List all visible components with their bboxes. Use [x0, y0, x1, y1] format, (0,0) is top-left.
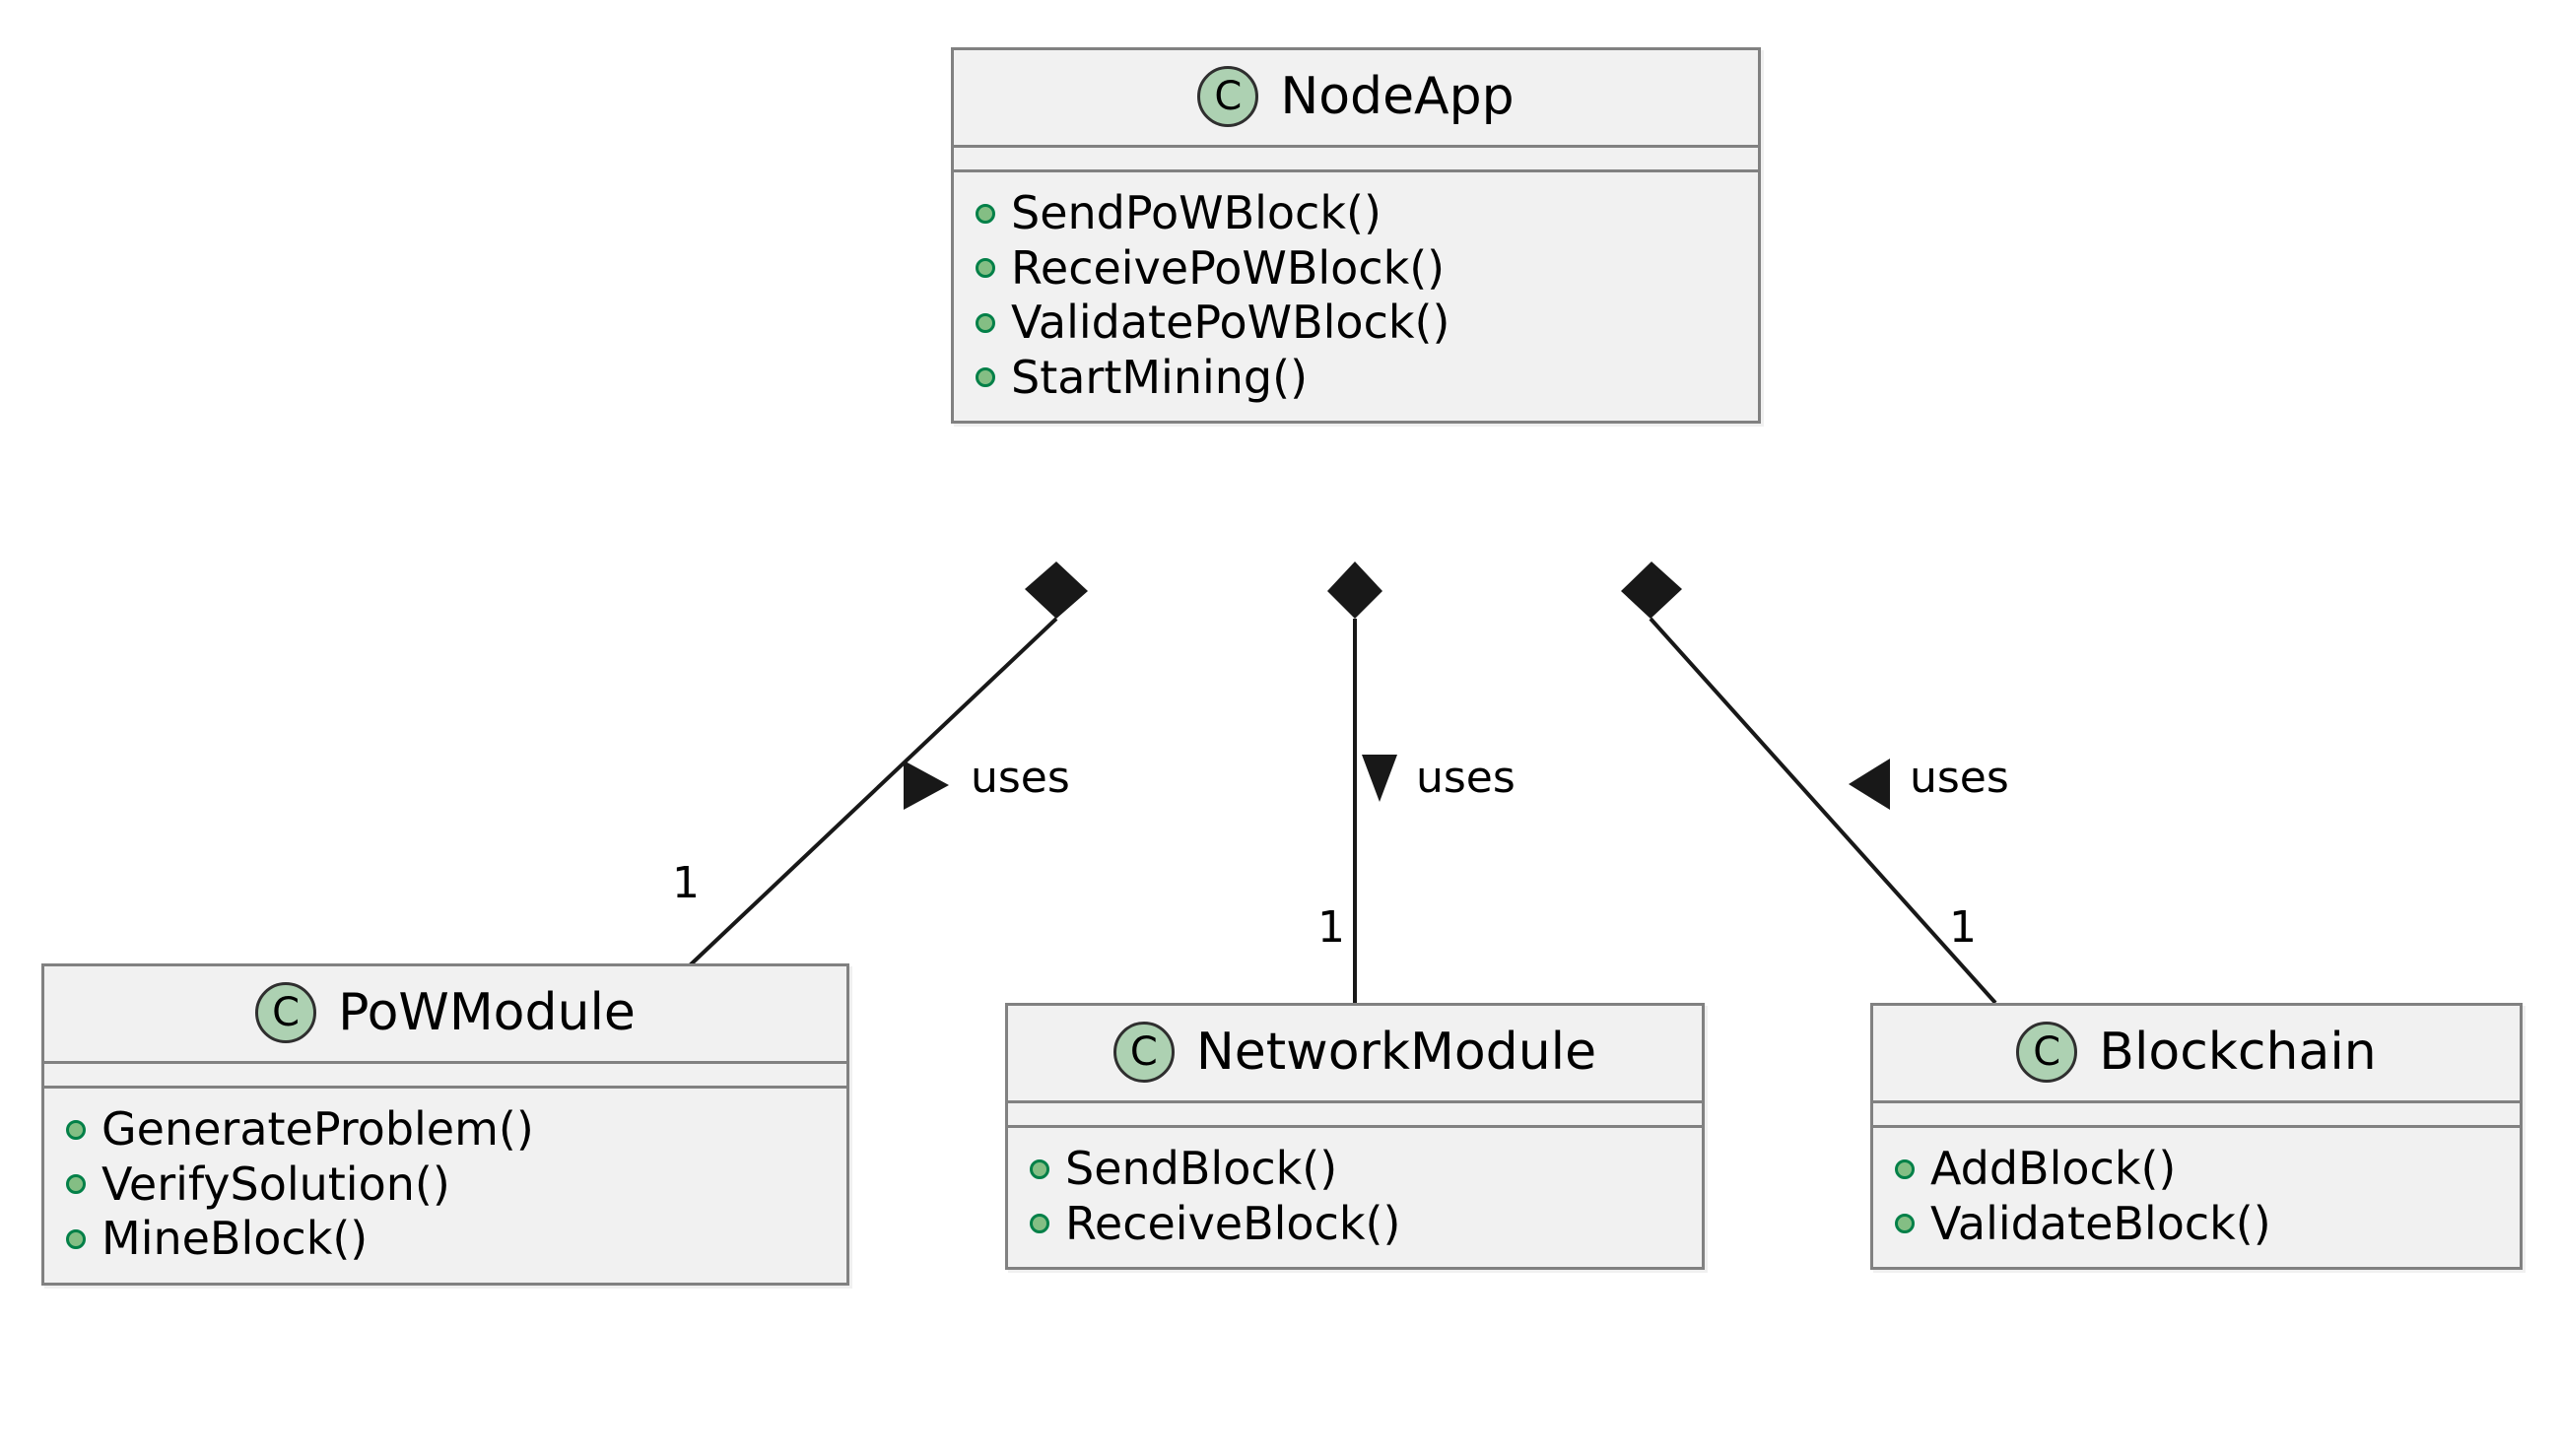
multiplicity-powmodule: 1	[672, 858, 700, 908]
method-row[interactable]: ReceivePoWBlock()	[954, 241, 1758, 297]
method-bullet-icon	[1030, 1214, 1049, 1234]
class-header-networkmodule: C NetworkModule	[1008, 1006, 1702, 1103]
method-bullet-icon	[976, 367, 995, 388]
method-label: ReceivePoWBlock()	[1011, 240, 1446, 295]
method-label: SendBlock()	[1065, 1142, 1338, 1195]
method-row[interactable]: ReceiveBlock()	[1008, 1197, 1702, 1252]
method-row[interactable]: GenerateProblem()	[44, 1102, 846, 1158]
method-row[interactable]: AddBlock()	[1873, 1142, 2520, 1197]
method-bullet-icon	[66, 1174, 86, 1195]
class-name-nodeapp: NodeApp	[1280, 67, 1515, 126]
method-label: ValidatePoWBlock()	[1011, 296, 1450, 350]
class-methods-blockchain: AddBlock() ValidateBlock()	[1873, 1128, 2520, 1267]
method-bullet-icon	[976, 203, 995, 224]
composition-diamond-blockchain	[1621, 562, 1682, 619]
composition-diamond-networkmodule	[1327, 562, 1382, 619]
edge-line-blockchain	[1649, 617, 1997, 1005]
class-header-blockchain: C Blockchain	[1873, 1006, 2520, 1103]
composition-diamond-powmodule	[1025, 562, 1088, 619]
method-row[interactable]: MineBlock()	[44, 1212, 846, 1267]
direction-triangle-blockchain	[1849, 759, 1890, 810]
method-bullet-icon	[976, 258, 995, 279]
method-bullet-icon	[66, 1228, 86, 1249]
class-name-blockchain: Blockchain	[2099, 1023, 2377, 1082]
class-attributes-networkmodule	[1008, 1103, 1702, 1128]
class-stereotype-icon: C	[1112, 1022, 1175, 1083]
method-row[interactable]: StartMining()	[954, 351, 1758, 406]
class-stereotype-icon: C	[255, 982, 317, 1043]
method-label: AddBlock()	[1930, 1142, 2177, 1195]
method-label: SendPoWBlock()	[1011, 186, 1382, 239]
class-methods-networkmodule: SendBlock() ReceiveBlock()	[1008, 1128, 1702, 1267]
method-bullet-icon	[976, 312, 995, 333]
class-box-blockchain[interactable]: C Blockchain AddBlock() ValidateBlock()	[1870, 1003, 2523, 1271]
class-attributes-blockchain	[1873, 1103, 2520, 1128]
multiplicity-blockchain: 1	[1949, 902, 1977, 953]
direction-triangle-powmodule	[904, 761, 949, 810]
method-bullet-icon	[66, 1119, 86, 1140]
method-row[interactable]: ValidatePoWBlock()	[954, 296, 1758, 351]
class-header-nodeapp: C NodeApp	[954, 50, 1758, 148]
class-box-nodeapp[interactable]: C NodeApp SendPoWBlock() ReceivePoWBlock…	[951, 47, 1761, 425]
method-label: GenerateProblem()	[101, 1102, 534, 1156]
class-box-powmodule[interactable]: C PoWModule GenerateProblem() VerifySolu…	[41, 963, 849, 1286]
class-methods-powmodule: GenerateProblem() VerifySolution() MineB…	[44, 1089, 846, 1283]
method-label: ReceiveBlock()	[1065, 1196, 1401, 1250]
edge-label-powmodule: uses	[971, 753, 1070, 803]
method-bullet-icon	[1895, 1214, 1915, 1234]
class-header-powmodule: C PoWModule	[44, 966, 846, 1064]
class-stereotype-icon: C	[1197, 66, 1259, 127]
method-label: StartMining()	[1011, 350, 1309, 404]
multiplicity-networkmodule: 1	[1317, 902, 1345, 953]
method-label: ValidateBlock()	[1930, 1196, 2271, 1250]
method-label: VerifySolution()	[101, 1157, 450, 1211]
edge-label-networkmodule: uses	[1416, 753, 1516, 803]
method-row[interactable]: SendBlock()	[1008, 1142, 1702, 1197]
method-bullet-icon	[1895, 1158, 1915, 1179]
class-attributes-powmodule	[44, 1064, 846, 1089]
class-stereotype-icon: C	[2016, 1022, 2078, 1083]
class-methods-nodeapp: SendPoWBlock() ReceivePoWBlock() Validat…	[954, 172, 1758, 421]
direction-triangle-networkmodule	[1362, 755, 1397, 802]
edge-label-blockchain: uses	[1910, 753, 2009, 803]
method-bullet-icon	[1030, 1158, 1049, 1179]
method-row[interactable]: SendPoWBlock()	[954, 186, 1758, 241]
method-row[interactable]: ValidateBlock()	[1873, 1197, 2520, 1252]
class-attributes-nodeapp	[954, 148, 1758, 172]
class-box-networkmodule[interactable]: C NetworkModule SendBlock() ReceiveBlock…	[1005, 1003, 1705, 1271]
class-name-powmodule: PoWModule	[338, 983, 636, 1042]
method-label: MineBlock()	[101, 1212, 369, 1266]
class-name-networkmodule: NetworkModule	[1195, 1023, 1597, 1082]
method-row[interactable]: VerifySolution()	[44, 1158, 846, 1213]
